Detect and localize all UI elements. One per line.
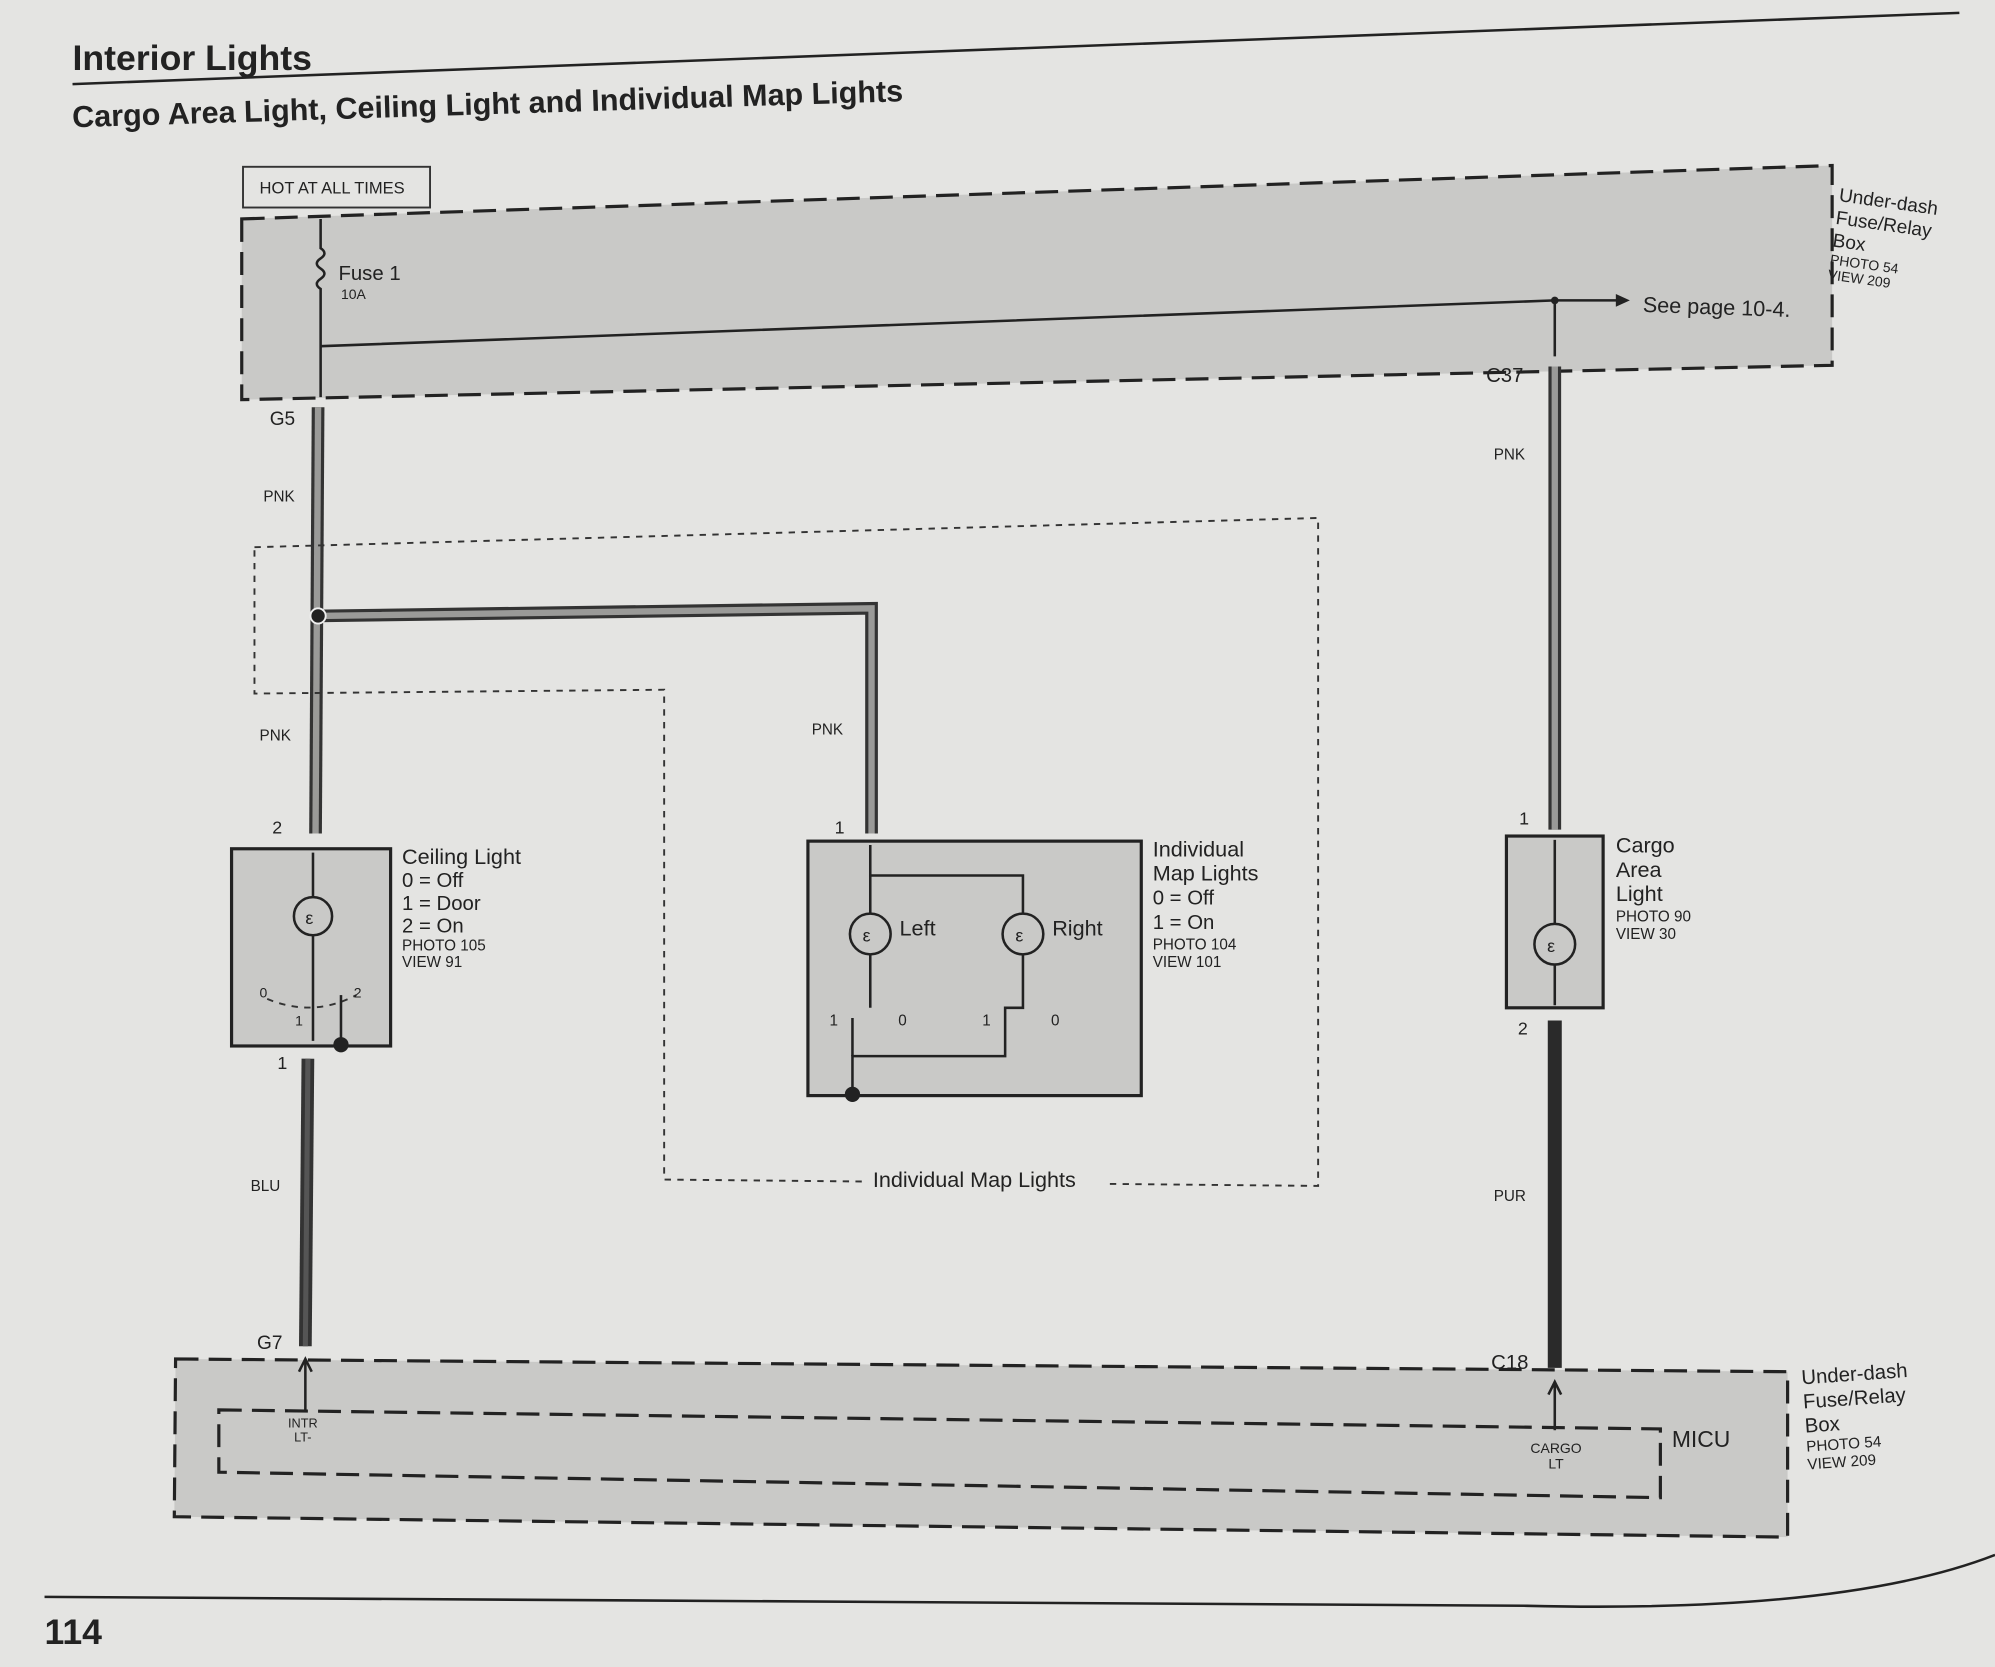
page-subtitle: Cargo Area Light, Ceiling Light and Indi… [72,74,904,134]
wire-label-pnk-3: PNK [812,721,843,738]
bottom-box-view: VIEW 209 [1807,1452,1877,1474]
map-right-label: Right [1052,915,1102,940]
bottom-box-name-2: Fuse/Relay [1802,1384,1907,1413]
wire-label-pnk-1: PNK [263,488,294,505]
page-title: Interior Lights [73,38,312,78]
wire-label-pnk-2: PNK [260,728,291,745]
ceiling-switch-2: 2 [354,985,362,1001]
ceiling-mode-1: 1 = Door [402,893,481,915]
cargo-lt-label-2: LT [1548,1455,1564,1471]
bulb-icon [1533,922,1577,966]
ceiling-light: 2 ε 0 1 2 Ceiling Light 0 = Off 1 = Door… [229,818,521,1073]
cargo-view: VIEW 30 [1616,926,1676,943]
svg-text:ε: ε [1015,926,1023,946]
wire-label-blu: BLU [251,1178,281,1195]
ceiling-light-name: Ceiling Light [402,844,521,869]
map-name-1: Individual [1153,836,1244,861]
cargo-pin-bottom: 2 [1518,1019,1528,1039]
ceiling-view: VIEW 91 [402,954,462,971]
connector-g7: G7 [257,1333,282,1354]
ceiling-photo: PHOTO 105 [402,938,486,955]
ceiling-pin-top: 2 [272,818,282,838]
fuse-name: Fuse 1 [338,263,400,285]
intr-lt-label-2: LT- [294,1430,311,1445]
right-bulb-icon [1001,912,1045,956]
map-view: VIEW 101 [1153,954,1222,971]
map-left-switch-1: 1 [830,1013,838,1030]
arrow-right-icon [1615,294,1630,307]
fuse-icon [315,218,326,398]
left-bulb-icon [848,912,892,956]
fuse-rating: 10A [341,286,367,302]
footer-rule [44,1553,1995,1608]
svg-text:ε: ε [305,908,313,928]
ceiling-pin-bottom: 1 [277,1053,287,1073]
hot-at-all-times-label: HOT AT ALL TIMES [260,179,405,198]
map-pin-top: 1 [835,818,845,838]
wire-pnk-map [318,605,875,834]
ground-icon [333,1037,349,1053]
cargo-area-light: 1 ε Cargo Area Light PHOTO 90 VIEW 30 2 [1504,809,1691,1039]
ceiling-switch-0: 0 [260,985,268,1001]
cargo-pin-top: 1 [1519,809,1529,829]
connector-c37: C37 [1486,365,1523,387]
ceiling-switch-1: 1 [295,1013,303,1029]
ceiling-mode-0: 0 = Off [402,870,464,892]
top-box-name-3: Box [1831,231,1867,256]
cargo-name-1: Cargo [1616,833,1675,858]
cargo-photo: PHOTO 90 [1616,908,1691,925]
svg-text:ε: ε [1547,936,1555,956]
map-lights-dotted-boundary [253,516,1320,1187]
map-right-switch-1: 1 [982,1013,990,1030]
map-photo: PHOTO 104 [1153,936,1237,953]
map-right-switch-0: 0 [1051,1013,1059,1030]
micu-label: MICU [1672,1426,1731,1452]
hot-at-all-times-label-box [242,165,431,209]
wire-label-pur: PUR [1494,1188,1526,1205]
bottom-fuse-box: INTR LT- CARGO LT MICU Under-dash Fuse/R… [172,1356,1908,1539]
ground-icon [844,1086,861,1102]
intr-lt-label-1: INTR [288,1416,318,1431]
svg-text:ε: ε [863,926,871,946]
bottom-box-name-3: Box [1804,1413,1841,1437]
ceiling-mode-2: 2 = On [402,916,464,938]
top-fuse-box: HOT AT ALL TIMES Fuse 1 10A See page 10-… [240,163,1939,402]
connector-g5: G5 [270,409,295,430]
wire-label-pnk-4: PNK [1494,446,1525,463]
map-lights-group-label: Individual Map Lights [873,1167,1076,1192]
cargo-name-3: Light [1616,881,1663,906]
map-left-label: Left [900,915,936,940]
splice-point [309,607,327,625]
bottom-box-photo: PHOTO 54 [1806,1433,1883,1455]
map-name-2: Map Lights [1153,861,1259,886]
map-mode-0: 0 = Off [1153,888,1215,910]
header-rule [72,11,1960,86]
cargo-name-2: Area [1616,857,1663,882]
page-number: 114 [45,1612,103,1652]
cargo-lt-label-1: CARGO [1530,1440,1581,1456]
map-mode-1: 1 = On [1153,912,1215,934]
bulb-icon [292,895,334,937]
map-lights: 1 ε ε Left Right 1 0 1 0 Individual Map … [806,818,1259,1193]
map-left-switch-0: 0 [898,1013,906,1030]
micu-boundary [217,1408,1662,1500]
see-page-link[interactable]: See page 10-4. [1642,292,1791,322]
